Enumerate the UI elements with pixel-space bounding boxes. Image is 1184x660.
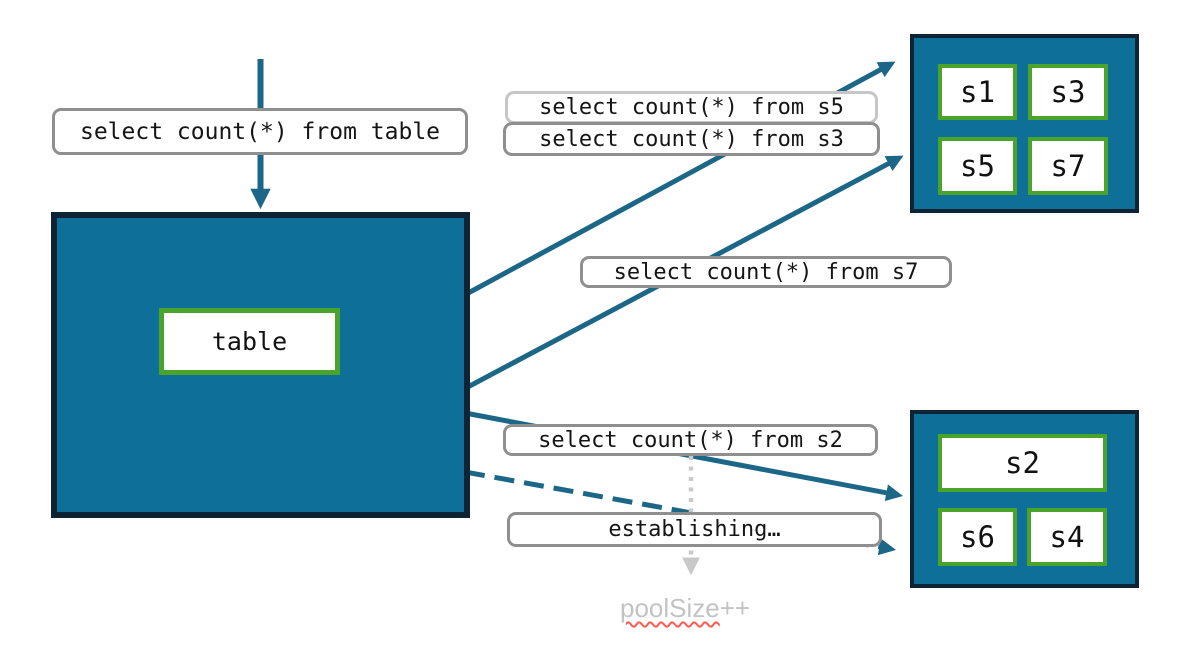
establishing-label: establishing…	[507, 512, 882, 547]
poolsize-annotation: poolSize++	[620, 593, 750, 624]
shard-s4: s4	[1027, 508, 1107, 566]
shard-group-top: s1 s3 s5 s7	[910, 34, 1139, 213]
shard-s5: s5	[938, 137, 1017, 195]
shard-s7-label: s7	[1050, 149, 1086, 183]
table-node-label: table	[211, 327, 288, 356]
shard-s3-label: s3	[1050, 75, 1086, 109]
table-node: table	[159, 308, 340, 375]
query-label-s5: select count(*) from s5	[505, 91, 878, 124]
shard-s5-label: s5	[960, 149, 995, 183]
shard-s3: s3	[1028, 64, 1108, 120]
shard-s1: s1	[938, 64, 1017, 120]
shard-s4-label: s4	[1049, 520, 1085, 554]
shard-s2: s2	[938, 434, 1107, 492]
shard-s7: s7	[1028, 137, 1108, 195]
shard-s1-label: s1	[960, 75, 995, 109]
query-label-s2: select count(*) from s2	[503, 424, 878, 456]
table-node-container: table	[51, 212, 470, 518]
poolsize-suffix: ++	[719, 593, 751, 623]
shard-s6-label: s6	[960, 520, 995, 554]
poolsize-word: poolSize	[620, 593, 720, 623]
query-label-table: select count(*) from table	[52, 108, 468, 155]
query-label-s3: select count(*) from s3	[503, 122, 880, 156]
shard-s2-label: s2	[1005, 446, 1040, 480]
shard-group-bottom: s2 s6 s4	[910, 410, 1139, 588]
shard-s6: s6	[938, 508, 1017, 566]
query-label-s7: select count(*) from s7	[580, 256, 952, 288]
